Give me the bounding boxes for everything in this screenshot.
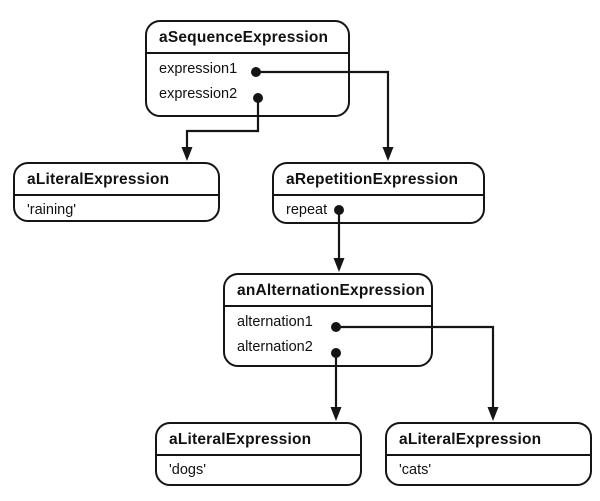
object-title: aLiteralExpression: [15, 164, 218, 196]
node-literal-expression-raining: aLiteralExpression 'raining': [13, 162, 220, 222]
arrowhead-icon: [487, 407, 499, 421]
node-sequence-expression: aSequenceExpression expression1 expressi…: [145, 20, 350, 117]
object-title: aLiteralExpression: [387, 424, 590, 456]
attribute-expression2: expression2: [159, 86, 238, 102]
attribute-literal-raining: 'raining': [27, 202, 77, 218]
attribute-alternation1: alternation1: [237, 314, 313, 330]
attribute-alternation2: alternation2: [237, 339, 313, 355]
object-body: alternation1 alternation2: [225, 307, 431, 363]
attribute-literal-cats: 'cats': [399, 462, 432, 478]
arrowhead-icon: [330, 407, 342, 421]
object-title: aRepetitionExpression: [274, 164, 483, 196]
attribute-expression1: expression1: [159, 61, 238, 77]
node-literal-expression-cats: aLiteralExpression 'cats': [385, 422, 592, 486]
attribute-repeat: repeat: [286, 202, 328, 218]
arrowhead-icon: [382, 147, 394, 161]
object-title: anAlternationExpression: [225, 275, 431, 307]
node-literal-expression-dogs: aLiteralExpression 'dogs': [155, 422, 362, 486]
object-body: 'dogs': [157, 456, 360, 484]
object-body: expression1 expression2: [147, 54, 348, 110]
arrowhead-icon: [181, 147, 193, 161]
arrowhead-icon: [333, 258, 345, 272]
attribute-literal-dogs: 'dogs': [169, 462, 206, 478]
object-title: aLiteralExpression: [157, 424, 360, 456]
node-repetition-expression: aRepetitionExpression repeat: [272, 162, 485, 224]
object-body: 'cats': [387, 456, 590, 484]
object-body: repeat: [274, 196, 483, 224]
object-title: aSequenceExpression: [147, 22, 348, 54]
object-body: 'raining': [15, 196, 218, 224]
node-alternation-expression: anAlternationExpression alternation1 alt…: [223, 273, 433, 367]
